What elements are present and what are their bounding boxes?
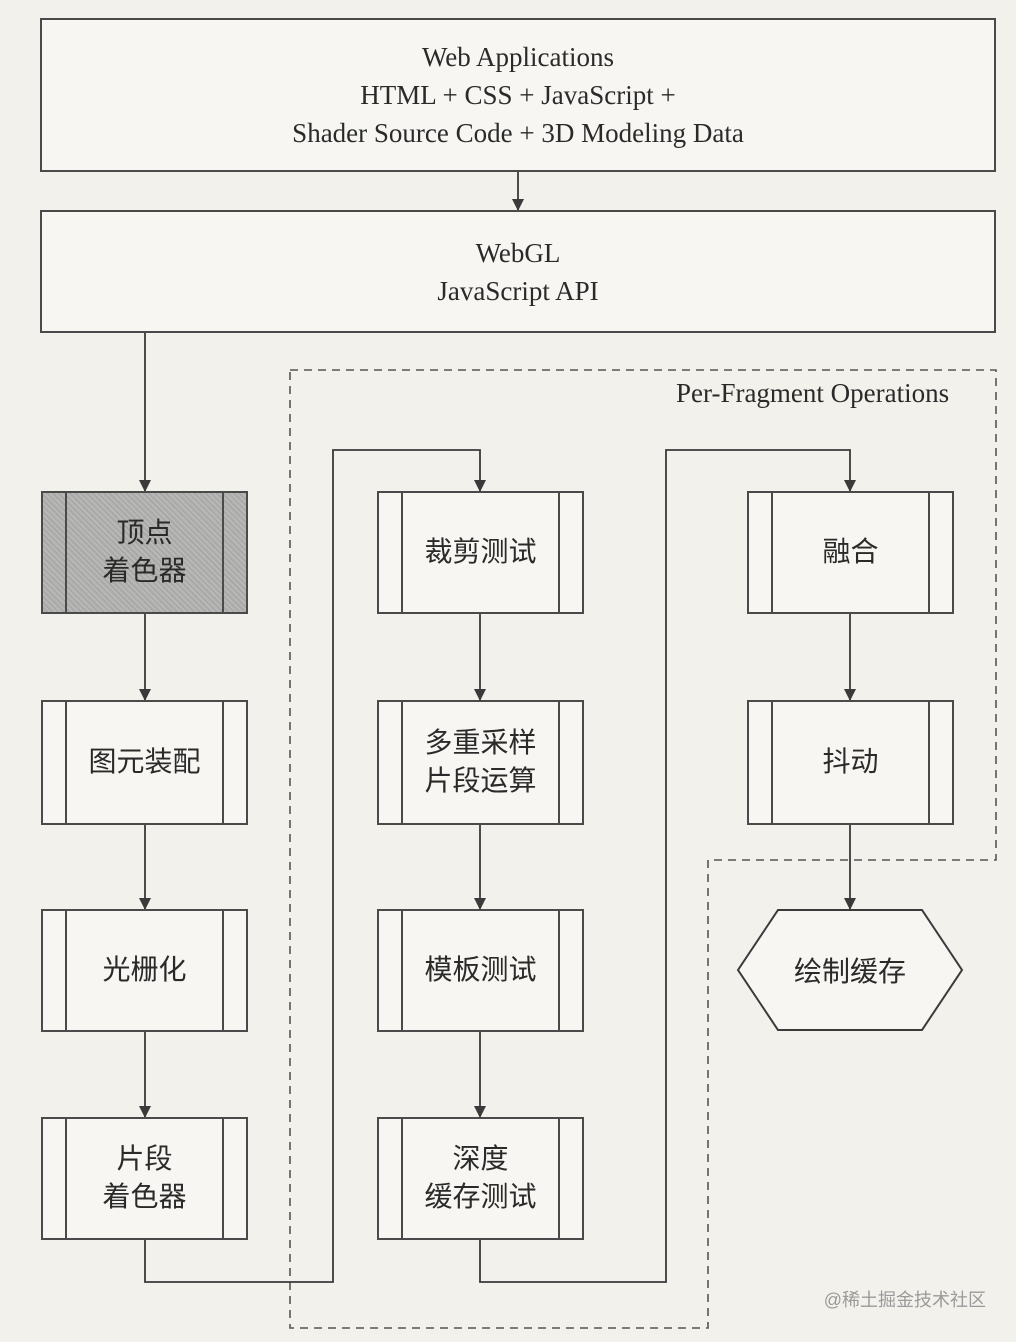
multisample-line2: 片段运算 <box>424 765 537 797</box>
process-bar-right <box>558 911 582 1030</box>
web-applications-line2: HTML + CSS + JavaScript + <box>360 80 676 110</box>
per-fragment-label: Per-Fragment Operations <box>676 378 950 408</box>
process-bar-right <box>928 702 952 823</box>
vertex-shader-box: 顶点 着色器 <box>41 491 248 614</box>
stencil-test-label: 模板测试 <box>424 954 537 986</box>
process-bar-left <box>379 702 403 823</box>
fragment-shader-box: 片段 着色器 <box>41 1117 248 1240</box>
depth-test-line2: 缓存测试 <box>424 1181 537 1213</box>
process-bar-left <box>379 911 403 1030</box>
process-bar-right <box>928 493 952 612</box>
scissor-test-label: 裁剪测试 <box>424 536 537 568</box>
process-bar-left <box>43 702 67 823</box>
framebuffer-label: 绘制缓存 <box>793 957 906 988</box>
process-bar-right <box>222 1119 246 1238</box>
vertex-shader-line2: 着色器 <box>102 555 187 587</box>
fragment-shader-line2: 着色器 <box>102 1181 187 1213</box>
connector-fragment-to-scissor <box>144 449 486 1283</box>
vertex-shader-line1: 顶点 <box>116 517 173 549</box>
depth-test-box: 深度 缓存测试 <box>377 1117 584 1240</box>
depth-test-line1: 深度 <box>452 1143 509 1175</box>
primitive-assembly-box: 图元装配 <box>41 700 248 825</box>
webgl-title: WebGL <box>475 237 561 268</box>
web-applications-box: Web Applications HTML + CSS + JavaScript… <box>40 18 996 172</box>
process-bar-left <box>749 493 773 612</box>
process-bar-left <box>379 1119 403 1238</box>
blending-label: 融合 <box>822 536 879 568</box>
dithering-label: 抖动 <box>822 746 879 778</box>
blending-box: 融合 <box>747 491 954 614</box>
connector-depth-to-blend <box>479 449 856 1283</box>
process-bar-right <box>222 911 246 1030</box>
webgl-api-box: WebGL JavaScript API <box>40 210 996 333</box>
dithering-box: 抖动 <box>747 700 954 825</box>
process-bar-left <box>379 493 403 612</box>
web-applications-line3: Shader Source Code + 3D Modeling Data <box>292 118 744 148</box>
webgl-subtitle: JavaScript API <box>437 275 599 306</box>
multisample-box: 多重采样 片段运算 <box>377 700 584 825</box>
scissor-test-box: 裁剪测试 <box>377 491 584 614</box>
framebuffer-hexagon <box>736 909 964 1031</box>
primitive-assembly-label: 图元装配 <box>88 746 201 778</box>
process-bar-left <box>749 702 773 823</box>
process-bar-left <box>43 1119 67 1238</box>
watermark: @稀土掘金技术社区 <box>823 1290 986 1310</box>
process-bar-right <box>222 493 246 612</box>
multisample-line1: 多重采样 <box>424 727 537 759</box>
process-bar-right <box>558 702 582 823</box>
framebuffer-label-wrap: 绘制缓存 <box>738 910 962 1030</box>
process-bar-right <box>222 702 246 823</box>
process-bar-left <box>43 911 67 1030</box>
process-bar-right <box>558 1119 582 1238</box>
stencil-test-box: 模板测试 <box>377 909 584 1032</box>
rasterization-box: 光栅化 <box>41 909 248 1032</box>
process-bar-left <box>43 493 67 612</box>
fragment-shader-line1: 片段 <box>116 1143 173 1175</box>
process-bar-right <box>558 493 582 612</box>
per-fragment-region <box>289 369 997 1329</box>
rasterization-label: 光栅化 <box>102 954 187 986</box>
web-applications-title: Web Applications <box>421 42 615 72</box>
